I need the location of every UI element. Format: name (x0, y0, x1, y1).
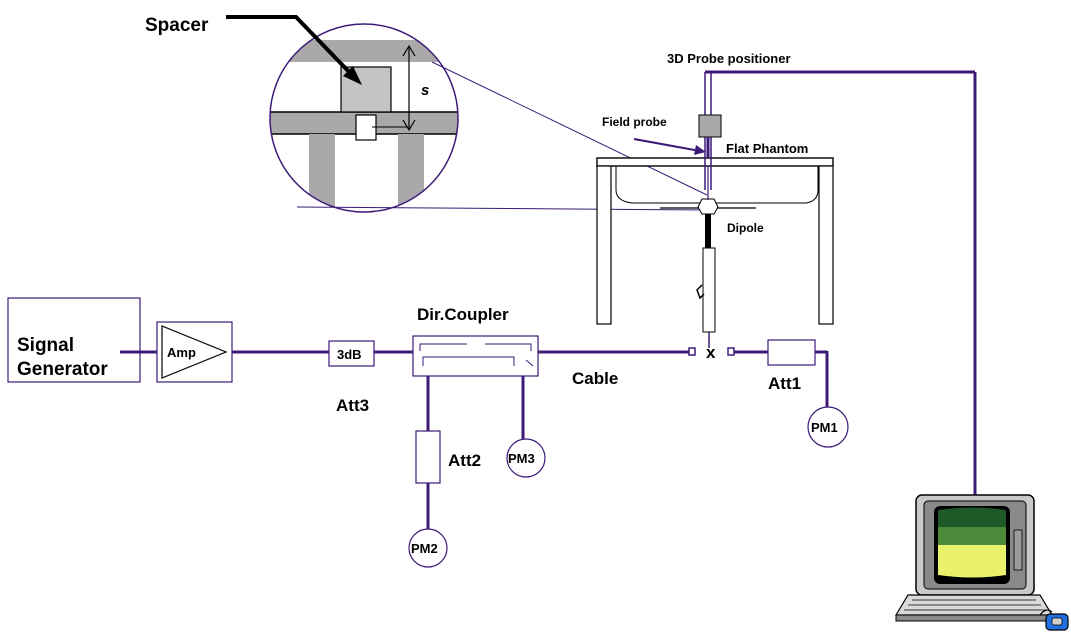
connector-x-mark: x (706, 343, 716, 362)
signal-generator-box (7, 297, 141, 383)
pm3-meter (506, 438, 546, 478)
attenuator-3db-box (328, 340, 375, 367)
dir-coupler-label: Dir.Coupler (417, 305, 509, 324)
computer-icon (894, 494, 1054, 622)
signal-generator-label-line1: Signal (17, 335, 74, 356)
amplifier-triangle (161, 325, 228, 379)
att2-box (415, 430, 441, 484)
pm3-label: PM3 (508, 451, 535, 466)
dipole-antenna-icon (660, 166, 756, 348)
signal-generator-label-line2: Generator (17, 359, 108, 380)
dipole-label: Dipole (727, 221, 764, 235)
cable-label: Cable (572, 369, 618, 388)
mouse-icon (1039, 609, 1069, 631)
pm1-meter (807, 406, 849, 448)
att1-label: Att1 (768, 374, 801, 393)
pm1-label: PM1 (811, 420, 838, 435)
pm2-label: PM2 (411, 541, 438, 556)
att2-label: Att2 (448, 451, 481, 470)
amplifier-label: Amp (167, 345, 196, 360)
att3-label: Att3 (336, 396, 369, 415)
spacing-arrow (402, 44, 416, 132)
probe-positioner-label: 3D Probe positioner (667, 51, 791, 66)
flat-phantom-label: Flat Phantom (726, 141, 808, 156)
directional-coupler (412, 335, 539, 377)
spacer-label: Spacer (145, 15, 209, 36)
att1-box (767, 339, 816, 366)
flat-phantom-table (596, 157, 834, 325)
field-probe-label: Field probe (602, 115, 667, 129)
spacing-label: s (421, 82, 429, 99)
attenuator-3db-label: 3dB (337, 347, 362, 362)
magnified-inset: s (269, 23, 459, 213)
field-probe-pointer (633, 138, 706, 155)
spacer-pointer (226, 15, 362, 85)
field-probe-icon (698, 114, 722, 138)
pm2-meter (408, 528, 448, 568)
